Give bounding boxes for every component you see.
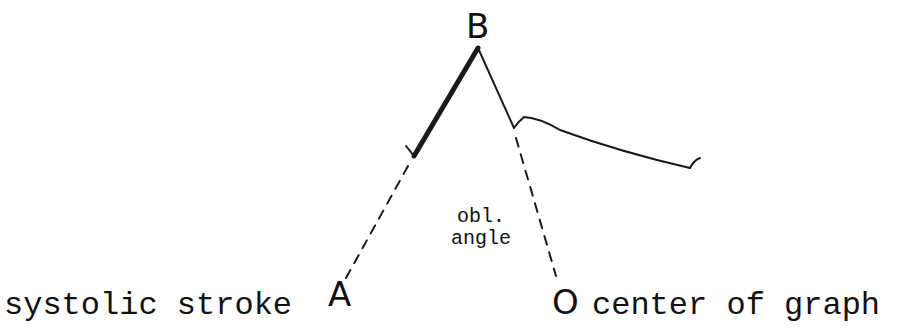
angle-label: obl. angle — [446, 206, 516, 250]
axis-label: center of graph — [592, 288, 880, 323]
systolic-extension — [346, 166, 408, 278]
axis-label: systolic stroke — [4, 288, 292, 323]
point-letter: A — [328, 276, 351, 313]
center-line — [516, 138, 556, 276]
point-letter: B — [466, 8, 489, 45]
pulse-curve — [478, 48, 690, 168]
systolic-stroke-line — [414, 48, 478, 156]
point-letter: O — [552, 284, 579, 321]
end-tick — [690, 158, 700, 168]
